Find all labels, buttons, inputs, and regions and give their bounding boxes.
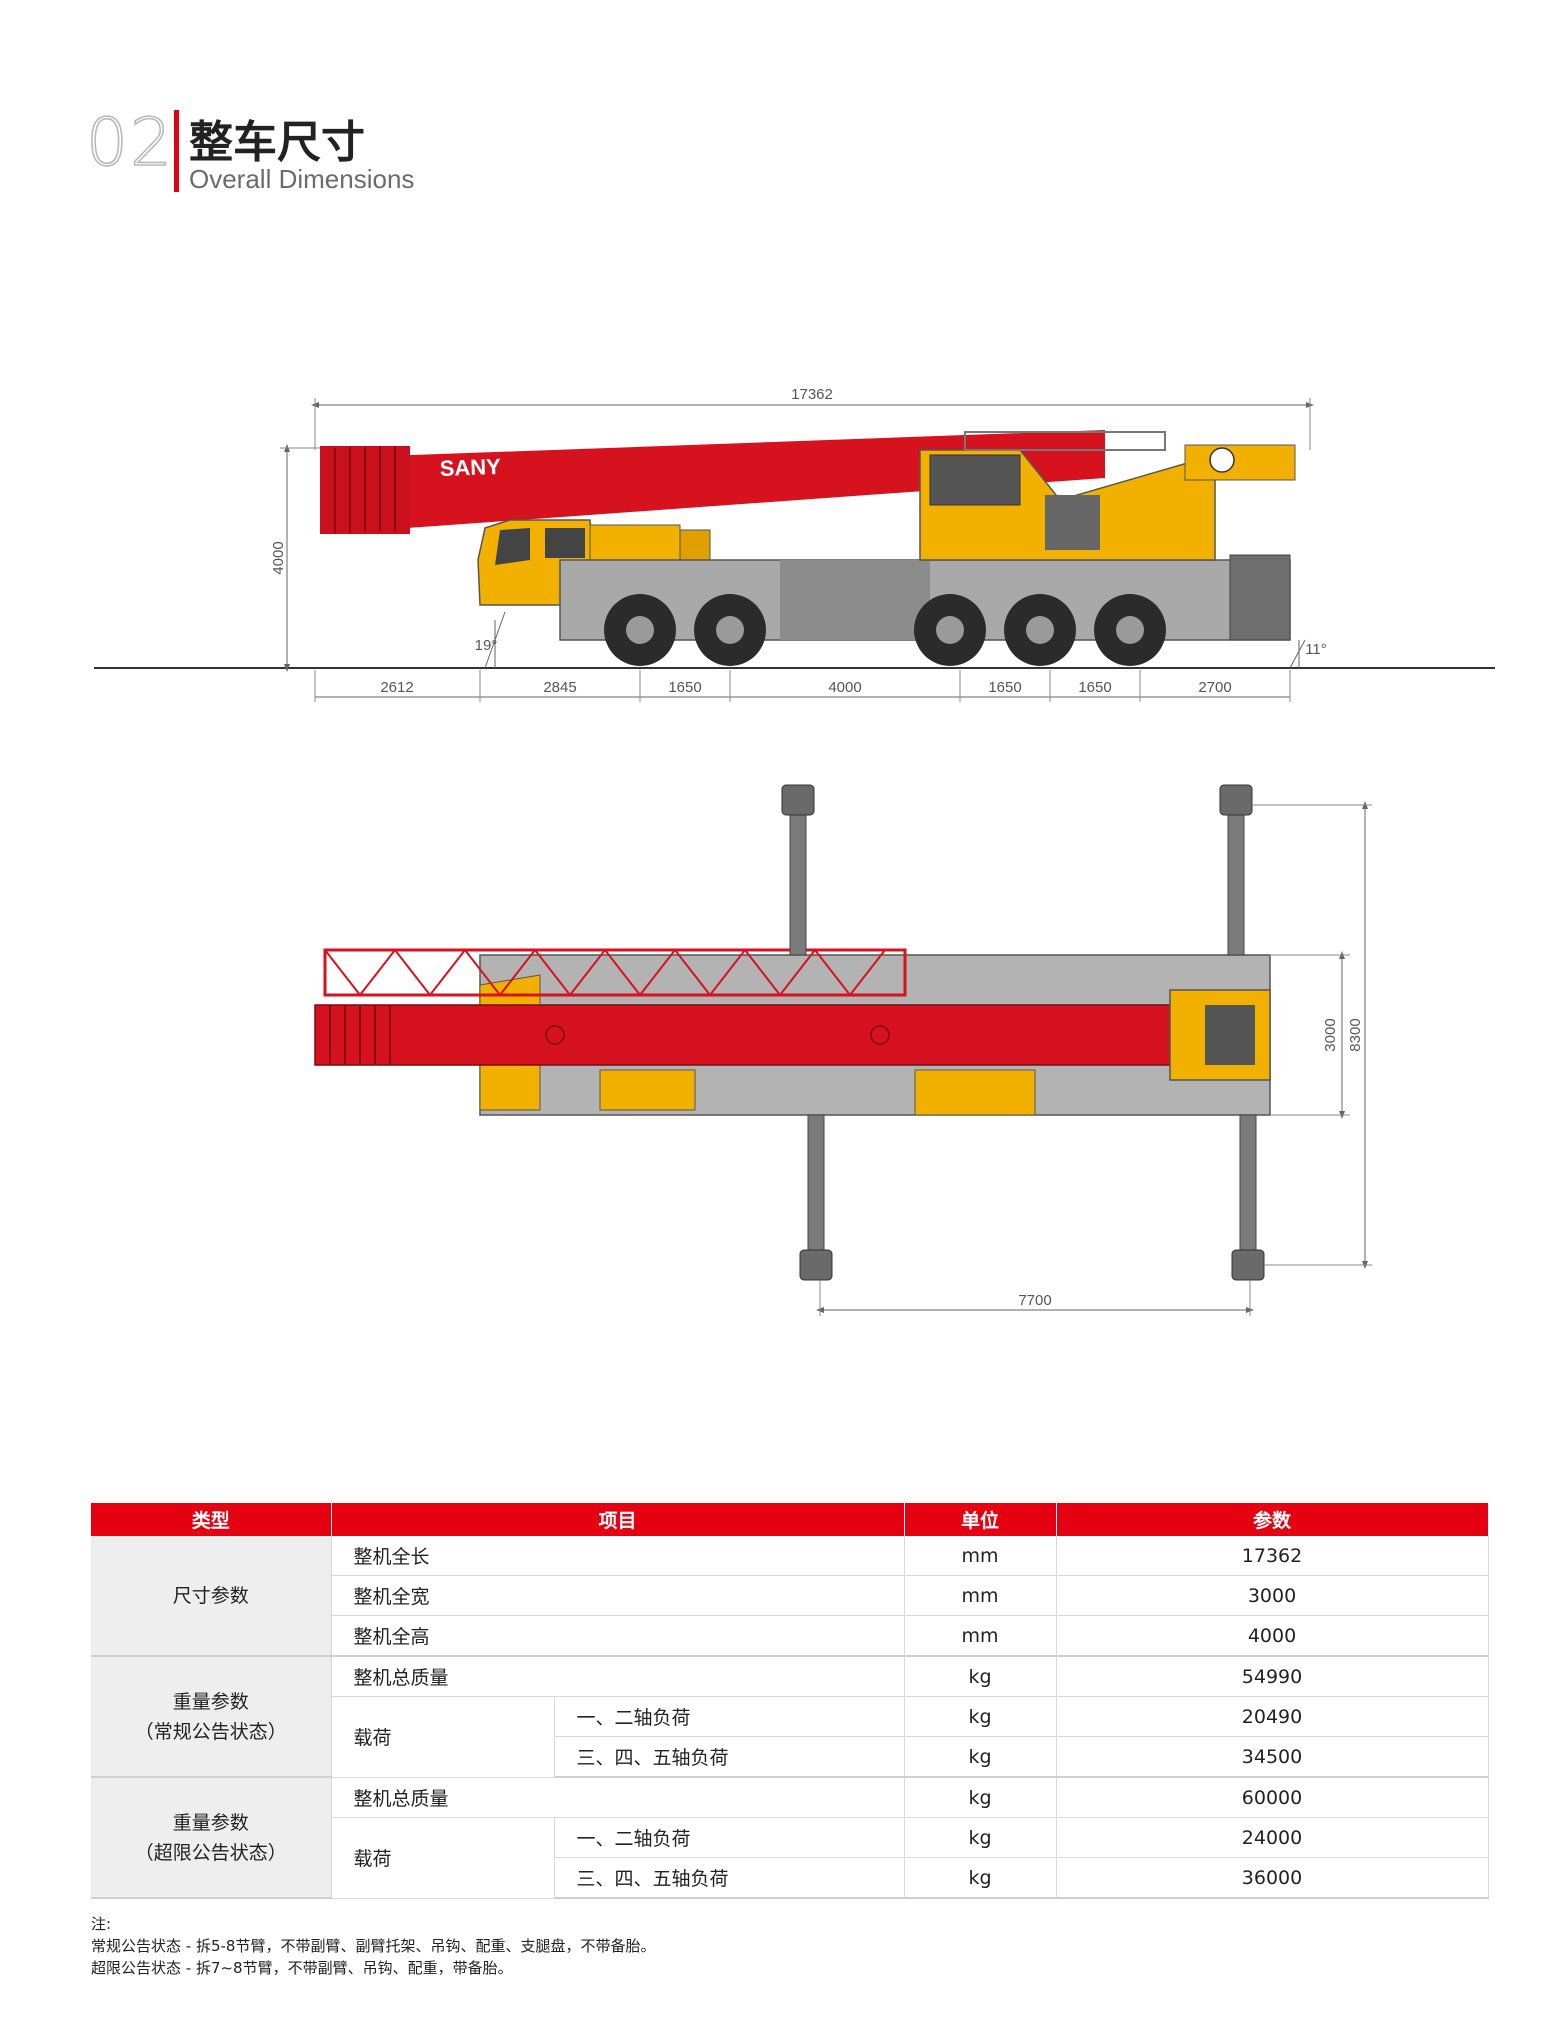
dim-departure-angle: 11° [1305, 641, 1327, 658]
value-cell: 36000 [1056, 1857, 1489, 1899]
item-cell: 载荷 [331, 1817, 555, 1899]
brand-logo: SANY [439, 454, 501, 481]
notes-line-2: 超限公告状态 - 拆7~8节臂，不带副臂、吊钩、配重，带备胎。 [91, 1959, 513, 1977]
value-cell: 20490 [1056, 1696, 1489, 1737]
value-cell: 4000 [1056, 1615, 1489, 1657]
item-cell: 整机全宽 [331, 1575, 905, 1616]
value-cell: 3000 [1056, 1575, 1489, 1616]
table-row: 整机全宽 mm 3000 [91, 1575, 1489, 1616]
unit-cell: kg [904, 1777, 1057, 1818]
unit-cell: kg [904, 1696, 1057, 1737]
value-cell: 34500 [1056, 1736, 1489, 1778]
header-item: 项目 [331, 1503, 905, 1536]
dim-outrigger-width: 8300 [1347, 1018, 1364, 1051]
table-row: 载荷 一、二轴负荷 kg 20490 [91, 1696, 1489, 1778]
category-cell: 尺寸参数 [91, 1536, 332, 1657]
dim-segment-5: 1650 [988, 679, 1021, 696]
unit-cell: mm [904, 1536, 1057, 1576]
dim-segment-1: 2612 [380, 679, 413, 696]
item-cell: 整机全长 [331, 1536, 905, 1576]
side-view: 17362 4000 19° 11° SANY [94, 386, 1495, 702]
dim-segment-7: 2700 [1198, 679, 1231, 696]
dim-approach-angle: 19° [475, 637, 498, 654]
unit-cell: mm [904, 1615, 1057, 1657]
unit-cell: kg [904, 1656, 1057, 1697]
dim-overall-length: 17362 [791, 386, 833, 403]
table-row: 载荷 一、二轴负荷 kg 24000 [91, 1817, 1489, 1899]
table-header-row: 类型 项目 单位 参数 [91, 1503, 1489, 1536]
value-cell: 54990 [1056, 1656, 1489, 1697]
dim-outrigger-length: 7700 [1018, 1292, 1051, 1309]
dim-segment-3: 1650 [668, 679, 701, 696]
sub-item-cell: 三、四、五轴负荷 [554, 1857, 905, 1899]
header-type: 类型 [91, 1503, 332, 1536]
accent-bar [174, 110, 179, 192]
dim-segment-2: 2845 [543, 679, 576, 696]
section-number: 02 [85, 104, 174, 181]
unit-cell: kg [904, 1736, 1057, 1778]
category-cell: 重量参数（常规公告状态） [91, 1656, 332, 1778]
table-row: 尺寸参数 整机全长 mm 17362 [91, 1536, 1489, 1657]
table-row: 重量参数（常规公告状态） 整机总质量 kg 54990 [91, 1656, 1489, 1778]
item-cell: 整机总质量 [331, 1777, 905, 1818]
top-view: 3000 8300 7700 [314, 784, 1372, 1316]
item-cell: 载荷 [331, 1696, 555, 1778]
table-row: 三、四、五轴负荷 kg 34500 [91, 1736, 1489, 1778]
sub-item-cell: 一、二轴负荷 [554, 1817, 905, 1858]
sub-item-cell: 三、四、五轴负荷 [554, 1736, 905, 1778]
table-row: 整机全高 mm 4000 [91, 1615, 1489, 1657]
table-row: 重量参数（超限公告状态） 整机总质量 kg 60000 [91, 1777, 1489, 1899]
dim-width: 3000 [1322, 1018, 1339, 1051]
unit-cell: kg [904, 1857, 1057, 1899]
notes-title: 注: [91, 1915, 112, 1933]
dim-segment-6: 1650 [1078, 679, 1111, 696]
value-cell: 24000 [1056, 1817, 1489, 1858]
item-cell: 整机全高 [331, 1615, 905, 1657]
value-cell: 17362 [1056, 1536, 1489, 1576]
notes-line-1: 常规公告状态 - 拆5-8节臂，不带副臂、副臂托架、吊钩、配重、支腿盘，不带备胎… [91, 1937, 656, 1955]
dim-height: 4000 [270, 541, 287, 574]
section-title-en: Overall Dimensions [189, 164, 415, 194]
notes: 注: 常规公告状态 - 拆5-8节臂，不带副臂、副臂托架、吊钩、配重、支腿盘，不… [91, 1913, 655, 1979]
value-cell: 60000 [1056, 1777, 1489, 1818]
sub-item-cell: 一、二轴负荷 [554, 1696, 905, 1737]
item-cell: 整机总质量 [331, 1656, 905, 1697]
table-row: 三、四、五轴负荷 kg 36000 [91, 1857, 1489, 1899]
unit-cell: mm [904, 1575, 1057, 1616]
header-unit: 单位 [904, 1503, 1057, 1536]
unit-cell: kg [904, 1817, 1057, 1858]
header-value: 参数 [1056, 1503, 1489, 1536]
section-title-zh: 整车尺寸 [189, 117, 365, 168]
category-cell: 重量参数（超限公告状态） [91, 1777, 332, 1899]
dimension-drawings: 17362 4000 19° 11° SANY [94, 386, 1495, 1316]
spec-table: 类型 项目 单位 参数 尺寸参数 整机全长 mm 17362 整机全宽 mm 3… [91, 1503, 1489, 1899]
dim-segment-4: 4000 [828, 679, 861, 696]
